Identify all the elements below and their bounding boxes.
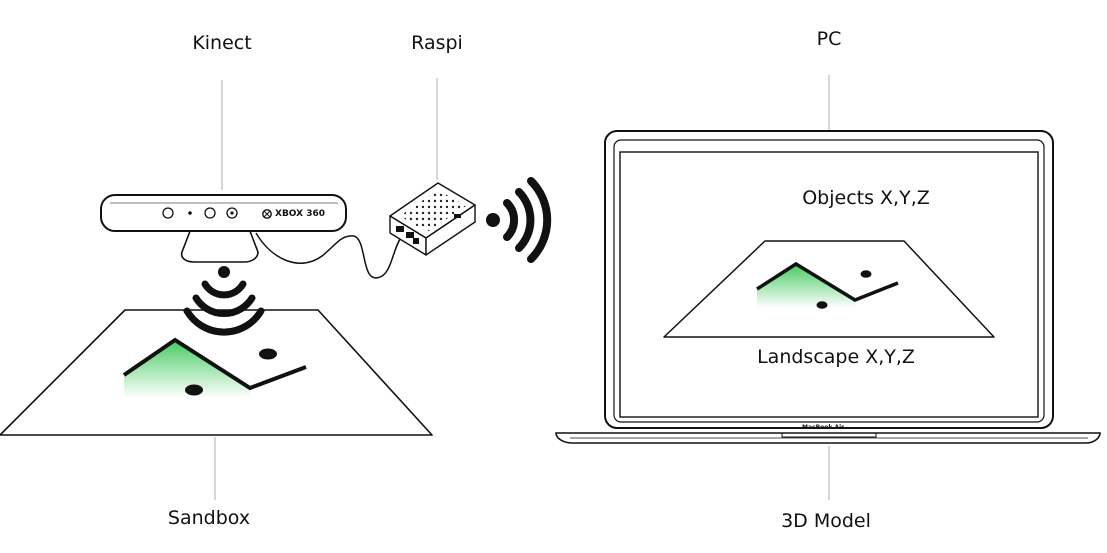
model-3d-label: 3D Model (781, 510, 871, 532)
raspi-label: Raspi (411, 32, 463, 54)
sandbox-label: Sandbox (167, 507, 251, 529)
sandbox (0, 309, 433, 436)
pc-label: PC (816, 28, 842, 50)
kinect-label: Kinect (192, 32, 252, 54)
wireless-signal-icon (486, 177, 552, 263)
screen-model (663, 240, 995, 338)
model-object (860, 270, 872, 278)
landscape-coordinates-label: Landscape X,Y,Z (757, 346, 915, 368)
kinect-sensor-icon (100, 194, 347, 263)
laptop-brand-mark: MacBook Air (802, 424, 845, 431)
wireless-signal-icon (183, 266, 265, 336)
objects-coordinates-label: Objects X,Y,Z (802, 187, 930, 209)
sandbox-object (185, 384, 203, 396)
usb-cable (255, 232, 403, 279)
sandbox-object (259, 348, 277, 360)
raspberry-pi-case-icon (389, 182, 476, 256)
sandbox-terrain-ridge (122, 337, 307, 391)
model-terrain-ridge (756, 261, 899, 302)
model-object (816, 301, 828, 309)
kinect-brand-mark: XBOX 360 (275, 209, 325, 219)
